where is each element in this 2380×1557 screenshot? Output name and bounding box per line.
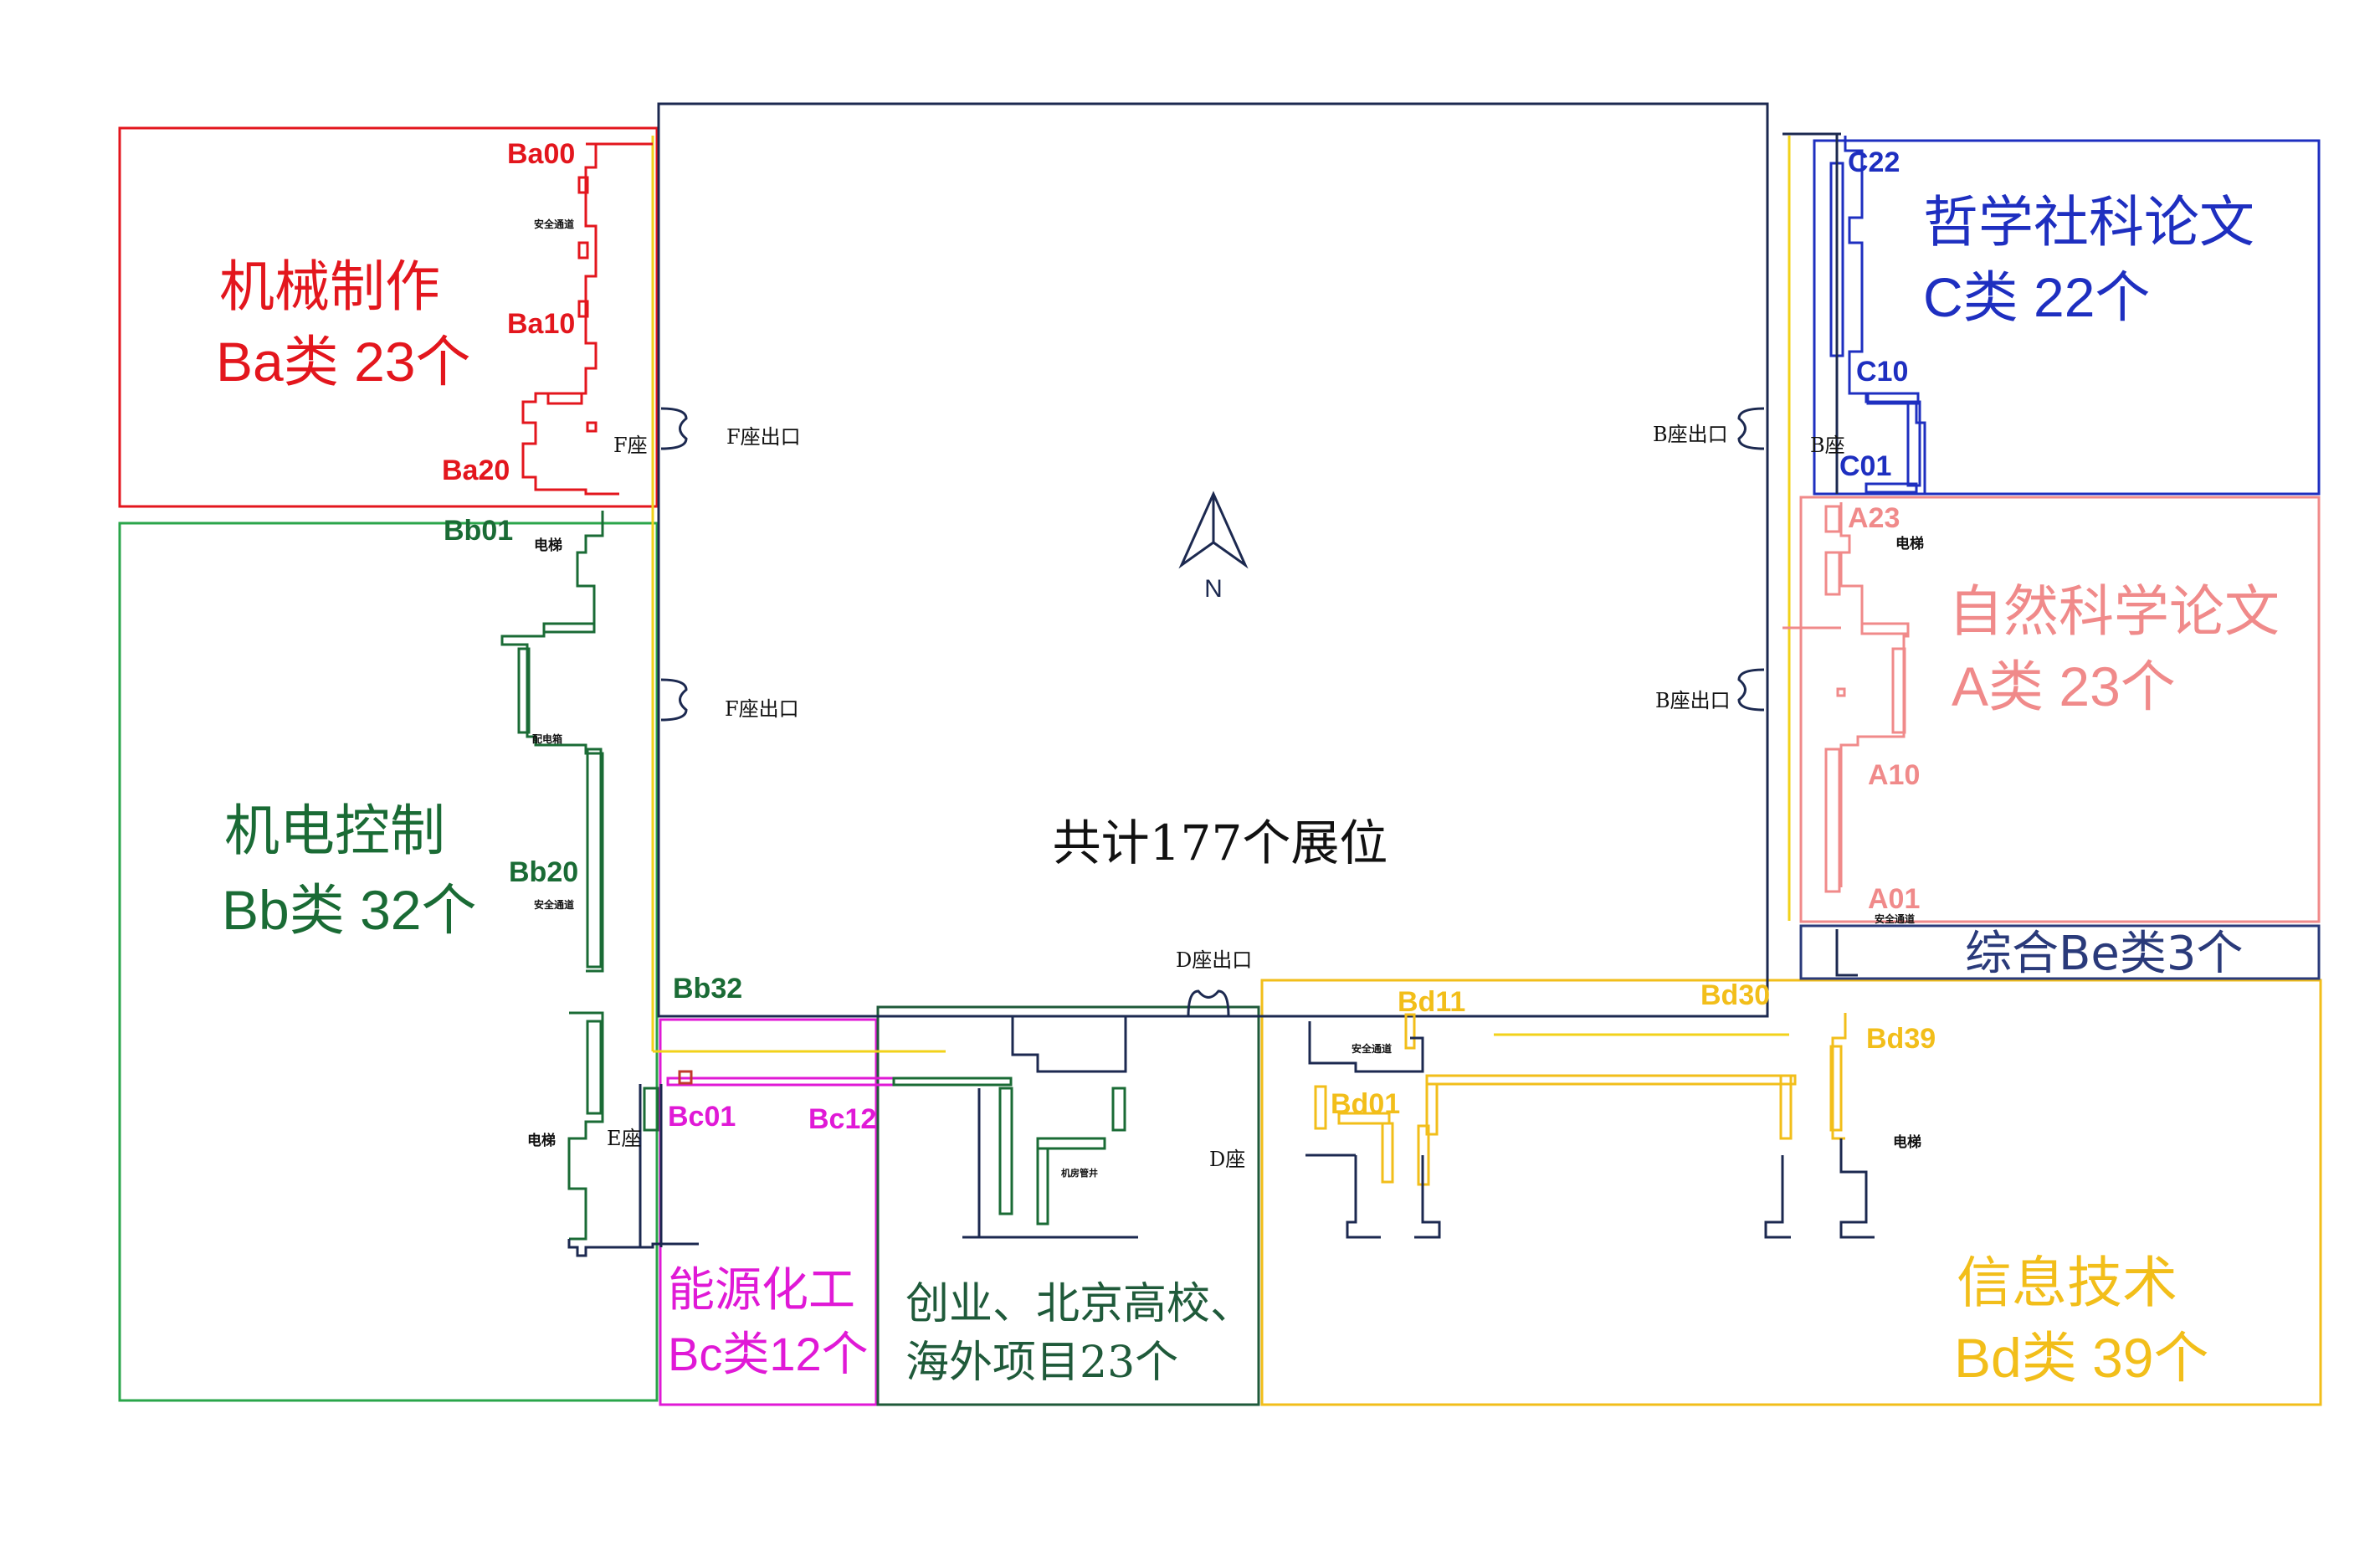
a-zone-count: A类 23个 bbox=[1952, 655, 2176, 717]
zone-c-box bbox=[1813, 139, 2321, 496]
be-walls bbox=[1835, 929, 1858, 977]
booth-code-bc12: Bc12 bbox=[808, 1103, 876, 1135]
booth-code-bd39: Bd39 bbox=[1866, 1023, 1936, 1055]
north-arrow-icon bbox=[1178, 491, 1249, 569]
booth-code-ba20: Ba20 bbox=[442, 455, 510, 486]
be-zone-label: 综合Be类3个 bbox=[1965, 927, 2244, 981]
bb-booth-wall bbox=[500, 511, 604, 1241]
safety-passage-bb: 安全通道 bbox=[534, 898, 574, 911]
startup-zone-line2: 海外项目23个 bbox=[905, 1338, 1178, 1388]
a-zone-name: 自然科学论文 bbox=[1948, 579, 2280, 644]
elevator-bd: 电梯 bbox=[1893, 1133, 1921, 1151]
bd-zone-count: Bd类 39个 bbox=[1954, 1327, 2208, 1389]
ba-booth-wall bbox=[521, 142, 653, 496]
exit-d-label: D座出口 bbox=[1176, 948, 1252, 972]
booth-code-c10: C10 bbox=[1856, 356, 1908, 388]
bb-zone-count: Bb类 32个 bbox=[222, 879, 476, 941]
bb-zone-name: 机电控制 bbox=[224, 799, 445, 863]
ba-zone-count: Ba类 23个 bbox=[216, 331, 470, 393]
building-d-label: D座 bbox=[1209, 1148, 1245, 1171]
elevator-e: 电梯 bbox=[527, 1132, 556, 1149]
bc-zone-count: Bc类12个 bbox=[668, 1328, 869, 1380]
e-block-walls bbox=[567, 1084, 699, 1257]
hall-total: 共计177个展位 bbox=[1053, 814, 1388, 871]
safety-passage-a: 安全通道 bbox=[1875, 912, 1915, 925]
exit-b-mid-symbol bbox=[1737, 668, 1765, 712]
b-side-walls bbox=[1782, 132, 1841, 494]
ba-zone-name: 机械制作 bbox=[219, 254, 440, 319]
c-booth-wall bbox=[1829, 136, 1926, 496]
corridor-lines bbox=[651, 136, 1791, 1053]
startup-booths bbox=[892, 1016, 1138, 1239]
north-label: N bbox=[1204, 575, 1223, 603]
exit-f-top-symbol bbox=[660, 407, 688, 450]
booth-code-bb20: Bb20 bbox=[509, 856, 578, 888]
booth-code-a23: A23 bbox=[1848, 502, 1900, 534]
exit-b-top-symbol bbox=[1737, 407, 1765, 450]
building-e-label: E座 bbox=[607, 1127, 642, 1150]
safety-passage-bd: 安全通道 bbox=[1352, 1042, 1392, 1055]
elevator-a: 电梯 bbox=[1895, 535, 1924, 552]
booth-code-bd11: Bd11 bbox=[1398, 986, 1465, 1018]
main-hall bbox=[657, 102, 1769, 1018]
booth-code-bb32: Bb32 bbox=[673, 973, 742, 1005]
exit-f-top-label: F座出口 bbox=[726, 425, 801, 449]
booth-code-bd30: Bd30 bbox=[1700, 979, 1770, 1011]
machine-room: 机房管井 bbox=[1061, 1167, 1098, 1179]
booth-code-c01: C01 bbox=[1839, 450, 1891, 482]
c-zone-name: 哲学社科论文 bbox=[1923, 190, 2254, 254]
bd-walls bbox=[1305, 1021, 1875, 1239]
booth-code-bb01: Bb01 bbox=[444, 515, 513, 547]
booth-code-a10: A10 bbox=[1868, 759, 1920, 791]
booth-code-bd01: Bd01 bbox=[1331, 1088, 1400, 1120]
bc-zone-name: 能源化工 bbox=[668, 1263, 855, 1318]
zone-bd-box bbox=[1260, 979, 2322, 1406]
c-zone-count: C类 22个 bbox=[1923, 266, 2150, 328]
safety-passage-ba: 安全通道 bbox=[534, 218, 574, 230]
elevator-bb-top: 电梯 bbox=[534, 537, 562, 554]
building-b-label: B座 bbox=[1810, 434, 1845, 457]
exit-f-mid-label: F座出口 bbox=[725, 697, 799, 721]
booth-code-ba10: Ba10 bbox=[507, 308, 575, 340]
zone-bb-box bbox=[118, 522, 659, 1402]
booth-code-ba00: Ba00 bbox=[507, 138, 575, 170]
booth-code-a01: A01 bbox=[1868, 883, 1920, 915]
a-booth-wall bbox=[1782, 502, 1910, 893]
booth-code-bc01: Bc01 bbox=[668, 1101, 736, 1133]
booth-code-c22: C22 bbox=[1848, 146, 1900, 178]
zone-startup-box bbox=[876, 1005, 1260, 1406]
bd-zone-name: 信息技术 bbox=[1957, 1251, 2177, 1315]
startup-zone-line1: 创业、北京高校、 bbox=[905, 1279, 1254, 1329]
zone-a-box bbox=[1799, 496, 2321, 923]
exit-b-top-label: B座出口 bbox=[1653, 423, 1728, 446]
bc-booth-row bbox=[666, 1070, 895, 1087]
zone-be-box bbox=[1799, 924, 2321, 980]
switchbox-bb: 配电箱 bbox=[532, 732, 562, 745]
exit-d-symbol bbox=[1187, 989, 1230, 1017]
bd-booth-wall bbox=[1314, 1013, 1847, 1186]
exit-f-mid-symbol bbox=[660, 678, 688, 722]
exit-b-mid-label: B座出口 bbox=[1655, 689, 1731, 712]
zone-ba-box bbox=[118, 126, 659, 508]
building-f-label: F座 bbox=[613, 434, 648, 457]
